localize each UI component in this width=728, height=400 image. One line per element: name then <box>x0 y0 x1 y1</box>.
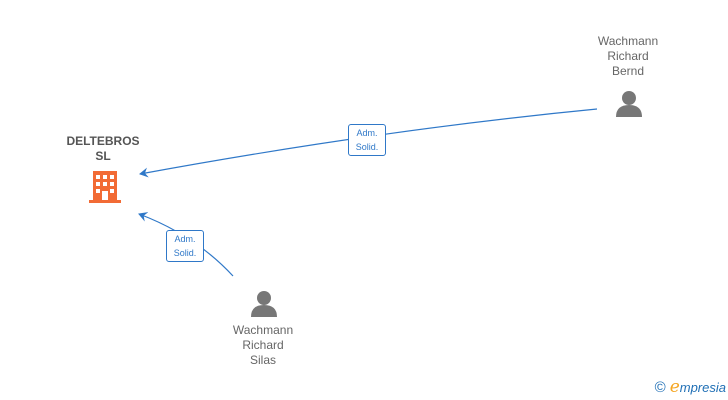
edge-label-p2-company[interactable]: Adm. Solid. <box>166 230 204 262</box>
empresia-watermark[interactable]: © empresia <box>655 377 726 397</box>
edge-label-line-1: Adm. <box>356 128 378 138</box>
edge-label-line-2: Solid. <box>173 248 197 258</box>
company-name-line-2: SL <box>95 149 111 163</box>
edge-label-line-2: Solid. <box>355 142 379 152</box>
building-icon[interactable] <box>89 171 121 203</box>
brand-logo: empresia <box>670 377 726 397</box>
company-label[interactable]: DELTEBROS SL <box>60 134 146 164</box>
person-name-line-3: Silas <box>249 353 276 367</box>
company-name-line-1: DELTEBROS <box>66 134 140 148</box>
copyright-icon: © <box>654 378 666 396</box>
person-name-line-2: Richard <box>242 338 284 352</box>
person-label-silas[interactable]: Wachmann Richard Silas <box>222 323 304 368</box>
person-name-line-1: Wachmann <box>232 323 294 337</box>
brand-initial: e <box>669 377 680 397</box>
person-name-line-3: Bernd <box>611 64 645 78</box>
edge-label-p1-company[interactable]: Adm. Solid. <box>348 124 386 156</box>
brand-name: mpresia <box>679 380 726 395</box>
person-name-line-2: Richard <box>607 49 649 63</box>
person-icon[interactable] <box>616 91 642 117</box>
person-icon[interactable] <box>251 291 277 317</box>
person-label-bernd[interactable]: Wachmann Richard Bernd <box>587 34 669 79</box>
edge-label-line-1: Adm. <box>174 234 196 244</box>
person-name-line-1: Wachmann <box>597 34 659 48</box>
